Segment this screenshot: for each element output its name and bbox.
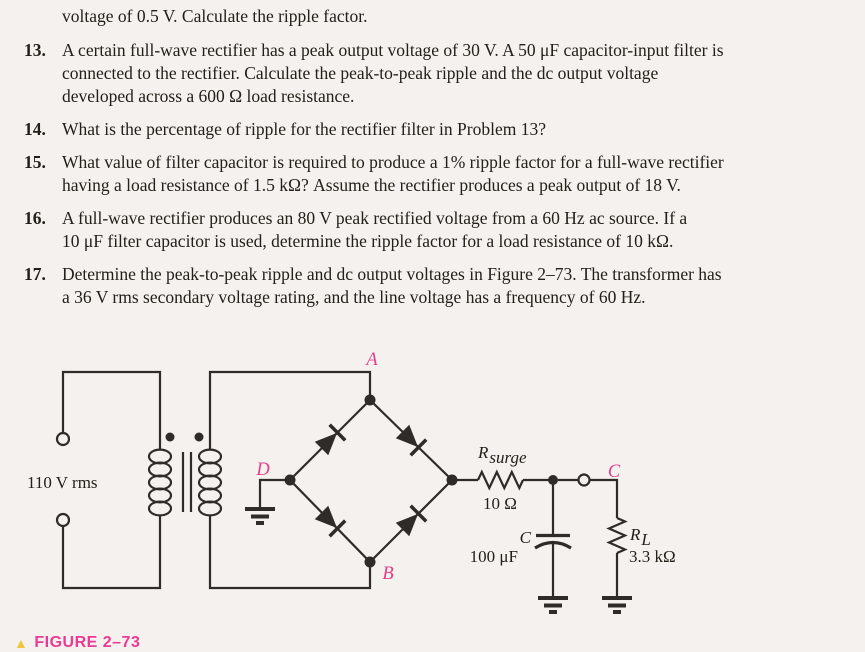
ground-symbol-load xyxy=(602,596,632,614)
node-b-dot xyxy=(364,556,376,568)
output-terminal xyxy=(577,473,591,487)
diode-a-to-output xyxy=(395,424,428,457)
node-a-dot xyxy=(364,394,376,406)
ground-symbol-d xyxy=(245,478,290,525)
problem-text: What is the percentage of ripple for the… xyxy=(62,118,854,141)
problem-line: connected to the rectifier. Calculate th… xyxy=(62,63,659,83)
problem-line: developed across a 600 Ω load resistance… xyxy=(62,86,355,106)
problem-line: 10 μF filter capacitor is used, determin… xyxy=(62,231,674,251)
load-resistor-label: RL xyxy=(629,525,651,549)
surge-resistor xyxy=(452,469,553,491)
problem-line: A full-wave rectifier produces an 80 V p… xyxy=(62,208,688,228)
primary-winding xyxy=(147,448,173,517)
diode-d-to-a xyxy=(314,423,347,456)
diode-d-to-b xyxy=(314,505,347,538)
phase-dot-secondary xyxy=(194,432,204,442)
problem-line: A certain full-wave rectifier has a peak… xyxy=(62,40,724,60)
problem-item: 14. What is the percentage of ripple for … xyxy=(24,118,854,141)
capacitor-label: C xyxy=(520,528,532,547)
figure-marker-icon: ▲ xyxy=(14,635,29,651)
secondary-wiring xyxy=(208,370,372,590)
source-terminal-top xyxy=(55,431,71,447)
load-resistor-value: 3.3 kΩ xyxy=(629,547,676,566)
node-b-label: B xyxy=(382,564,393,584)
diode-b-to-output xyxy=(395,504,428,537)
problem-text: A full-wave rectifier produces an 80 V p… xyxy=(62,207,854,253)
problem-item: 15. What value of filter capacitor is req… xyxy=(24,151,854,197)
load-resistor xyxy=(602,516,632,614)
problem-item: 17. Determine the peak-to-peak ripple and… xyxy=(24,263,854,309)
problem-line: What is the percentage of ripple for the… xyxy=(62,119,546,139)
problem-line: a 36 V rms secondary voltage rating, and… xyxy=(62,287,646,307)
node-a-label: A xyxy=(364,350,378,370)
figure-caption-label: FIGURE 2–73 xyxy=(34,634,141,651)
phase-dot-primary xyxy=(165,432,175,442)
problem-text: Determine the peak-to-peak ripple and dc… xyxy=(62,263,854,309)
problem-number: 15. xyxy=(24,152,46,172)
capacitor-value: 100 μF xyxy=(470,547,518,566)
circuit-diagram: 110 V rms A D B C Rsurge 10 Ω C 100 μF R… xyxy=(27,350,676,614)
transformer xyxy=(147,432,223,517)
source-voltage-label: 110 V rms xyxy=(27,473,98,492)
bridge-rectifier xyxy=(284,394,458,568)
problems-section: voltage of 0.5 V. Calculate the ripple f… xyxy=(24,5,854,319)
problem-item: 16. A full-wave rectifier produces an 80 … xyxy=(24,207,854,253)
problem-number: 17. xyxy=(24,264,46,284)
problem-number: 13. xyxy=(24,40,46,60)
problem-number: 16. xyxy=(24,208,46,228)
problems-list: 13. A certain full-wave rectifier has a p… xyxy=(24,39,854,309)
surge-resistor-label: Rsurge xyxy=(477,443,527,467)
figure-caption: ▲ FIGURE 2–73 xyxy=(14,634,140,652)
problem-12-continuation-line: voltage of 0.5 V. Calculate the ripple f… xyxy=(62,6,368,26)
node-d-label: D xyxy=(255,460,270,480)
ac-source-loop xyxy=(55,370,162,590)
problem-line: What value of filter capacitor is requir… xyxy=(62,152,724,172)
secondary-winding xyxy=(197,448,223,517)
source-terminal-bottom xyxy=(55,512,71,528)
problem-line: Determine the peak-to-peak ripple and dc… xyxy=(62,264,722,284)
ground-symbol-capacitor xyxy=(538,596,568,614)
filter-capacitor xyxy=(534,480,572,614)
transformer-core xyxy=(181,452,193,512)
figure-2-73: 110 V rms A D B C Rsurge 10 Ω C 100 μF R… xyxy=(0,338,865,648)
problem-text: What value of filter capacitor is requir… xyxy=(62,151,854,197)
problem-line: having a load resistance of 1.5 kΩ? Assu… xyxy=(62,175,681,195)
problem-number: 14. xyxy=(24,119,46,139)
node-c-label: C xyxy=(608,462,621,482)
problem-item: 13. A certain full-wave rectifier has a p… xyxy=(24,39,854,108)
problem-text: A certain full-wave rectifier has a peak… xyxy=(62,39,854,108)
wire-to-load xyxy=(589,478,619,518)
surge-resistor-value: 10 Ω xyxy=(483,494,517,513)
